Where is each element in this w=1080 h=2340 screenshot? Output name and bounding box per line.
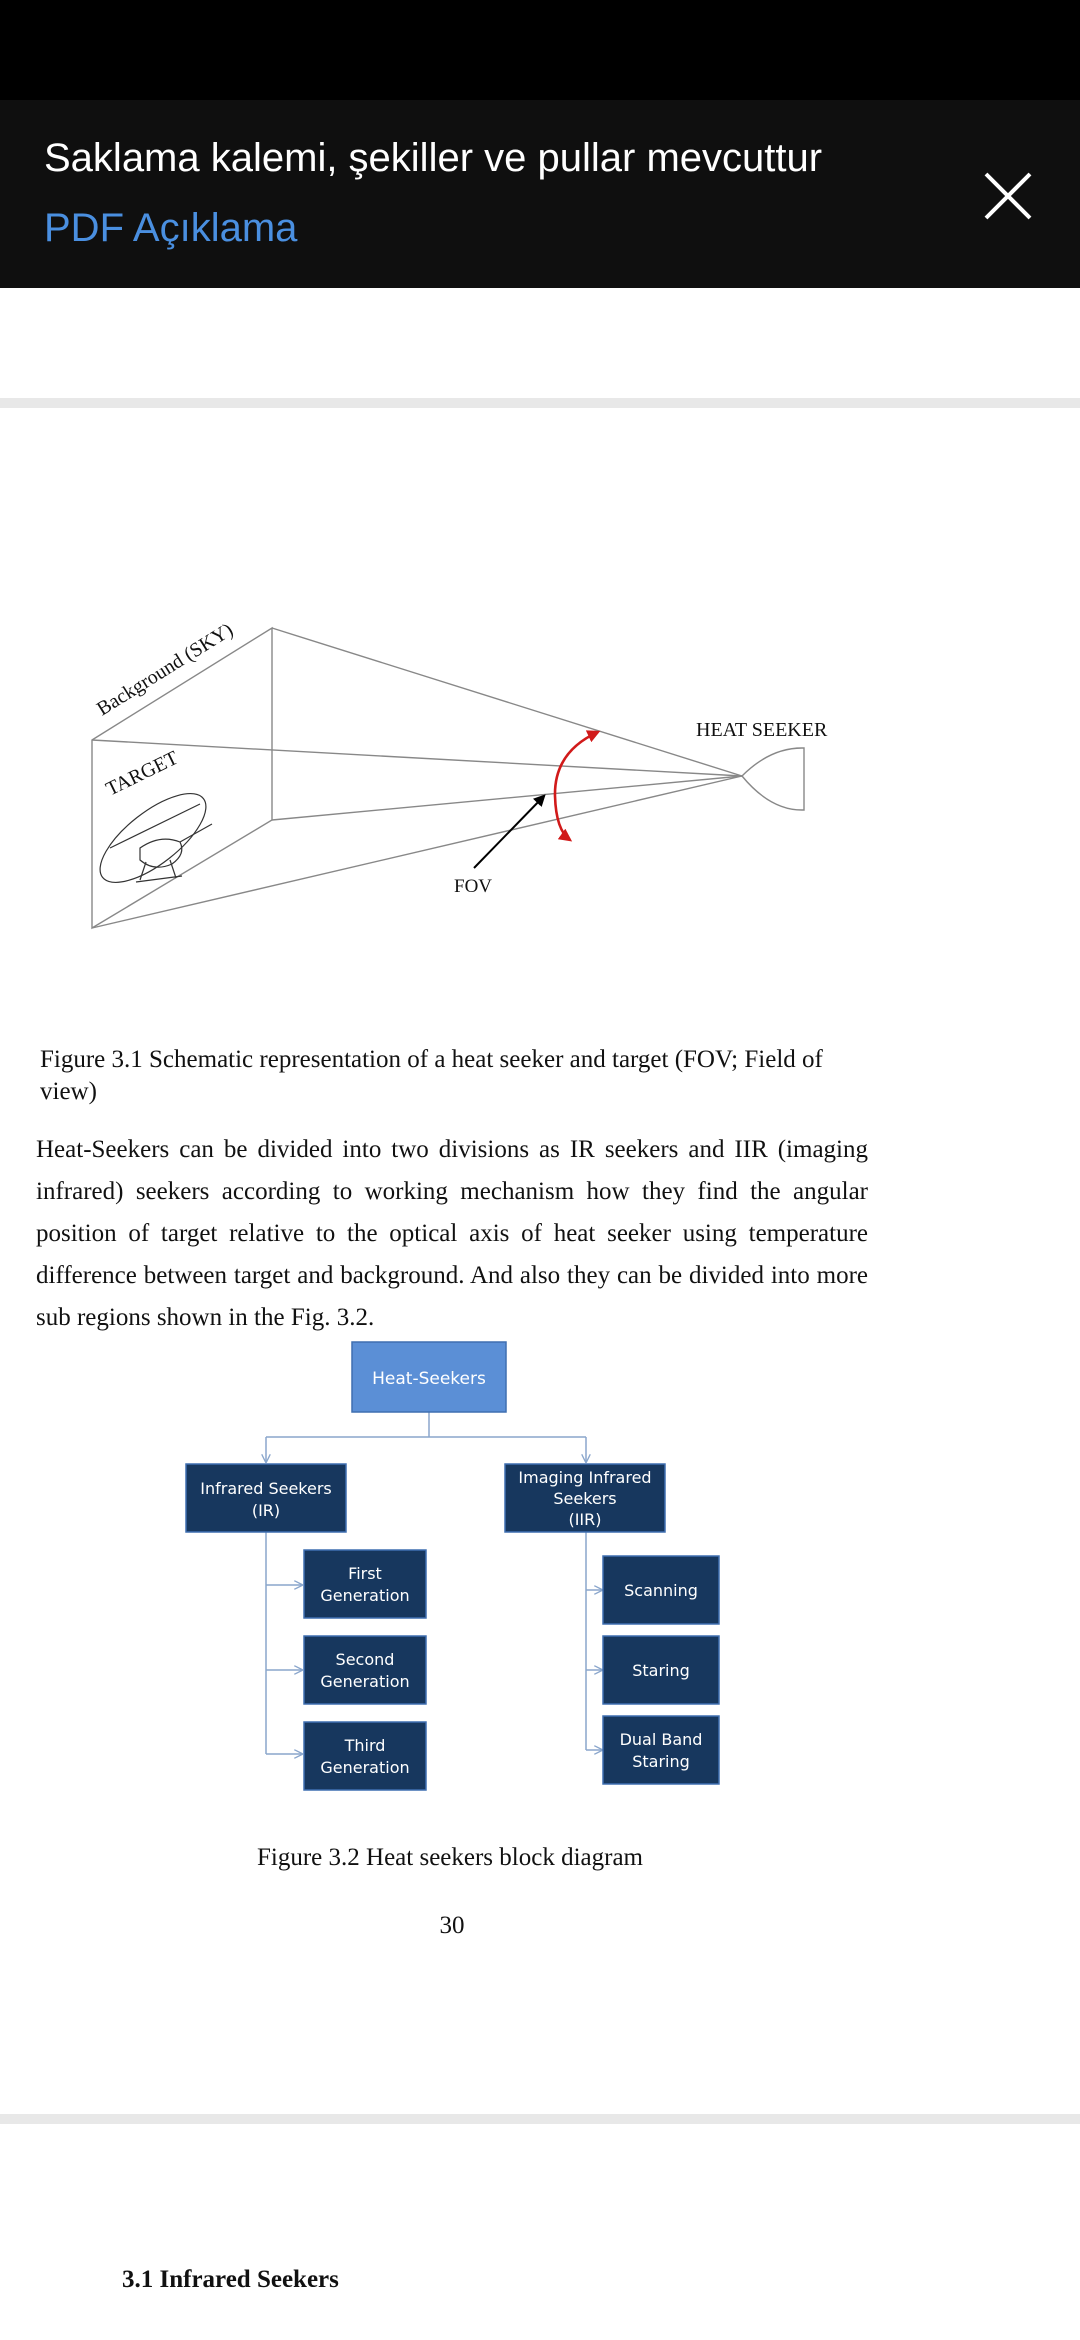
fov-angle-arc bbox=[553, 730, 601, 842]
svg-text:(IR): (IR) bbox=[252, 1501, 280, 1520]
label-target: TARGET bbox=[103, 747, 182, 801]
svg-text:Staring: Staring bbox=[632, 1661, 690, 1680]
svg-text:Scanning: Scanning bbox=[624, 1581, 698, 1600]
node-first-generation: First Generation bbox=[303, 1549, 427, 1619]
svg-text:Dual Band: Dual Band bbox=[620, 1730, 703, 1749]
node-scanning: Scanning bbox=[602, 1555, 720, 1625]
status-bar bbox=[0, 0, 1080, 100]
node-third-generation: Third Generation bbox=[303, 1721, 427, 1791]
target-helicopter bbox=[99, 792, 213, 884]
svg-text:Heat-Seekers: Heat-Seekers bbox=[372, 1369, 486, 1389]
svg-text:Imaging Infrared: Imaging Infrared bbox=[518, 1468, 651, 1487]
connector-lines bbox=[266, 1412, 602, 1754]
fov-cone-lines bbox=[91, 627, 743, 929]
svg-text:Seekers: Seekers bbox=[553, 1489, 616, 1508]
page-divider bbox=[0, 2114, 1080, 2124]
svg-text:First: First bbox=[348, 1564, 382, 1583]
label-fov: FOV bbox=[454, 876, 492, 897]
section-heading: 3.1 Infrared Seekers bbox=[122, 2266, 339, 2293]
node-heat-seekers: Heat-Seekers bbox=[351, 1341, 507, 1413]
node-infrared-seekers: Infrared Seekers (IR) bbox=[185, 1463, 347, 1533]
figure-heat-seekers-block-diagram: Heat-Seekers Infrared Seekers (IR) Imagi… bbox=[185, 1341, 720, 1791]
label-heat-seeker: HEAT SEEKER bbox=[696, 719, 828, 741]
node-imaging-infrared-seekers: Imaging Infrared Seekers (IIR) bbox=[504, 1463, 666, 1533]
node-staring: Staring bbox=[602, 1635, 720, 1705]
svg-text:Generation: Generation bbox=[320, 1586, 409, 1605]
figure-heat-seeker-schematic: Background (SKY) TARGET HEAT SEEKER FOV bbox=[91, 619, 828, 930]
svg-text:Generation: Generation bbox=[320, 1758, 409, 1777]
page-number: 30 bbox=[439, 1912, 465, 1939]
close-icon[interactable] bbox=[976, 164, 1040, 228]
pdf-page bbox=[0, 408, 1080, 2114]
pdf-info-banner: Saklama kalemi, şekiller ve pullar mevcu… bbox=[0, 100, 1080, 288]
svg-text:Infrared Seekers: Infrared Seekers bbox=[200, 1479, 331, 1498]
svg-text:Third: Third bbox=[344, 1736, 386, 1755]
body-paragraph: Heat-Seekers can be divided into two div… bbox=[36, 1136, 868, 1331]
banner-title: Saklama kalemi, şekiller ve pullar mevcu… bbox=[44, 136, 823, 180]
pdf-description-link[interactable]: PDF Açıklama bbox=[44, 206, 298, 250]
svg-text:Generation: Generation bbox=[320, 1672, 409, 1691]
node-second-generation: Second Generation bbox=[303, 1635, 427, 1705]
fov-pointer-arrow bbox=[473, 794, 546, 869]
node-dual-band-staring: Dual Band Staring bbox=[602, 1715, 720, 1785]
figure-2-caption: Figure 3.2 Heat seekers block diagram bbox=[257, 1844, 643, 1871]
heat-seeker-body bbox=[741, 747, 805, 811]
label-background-sky: Background (SKY) bbox=[93, 619, 237, 720]
svg-text:Staring: Staring bbox=[632, 1752, 690, 1771]
svg-text:(IIR): (IIR) bbox=[568, 1510, 601, 1529]
svg-text:Second: Second bbox=[336, 1650, 395, 1669]
figure-1-caption: Figure 3.1 Schematic representation of a… bbox=[40, 1046, 823, 1105]
page-divider bbox=[0, 398, 1080, 408]
